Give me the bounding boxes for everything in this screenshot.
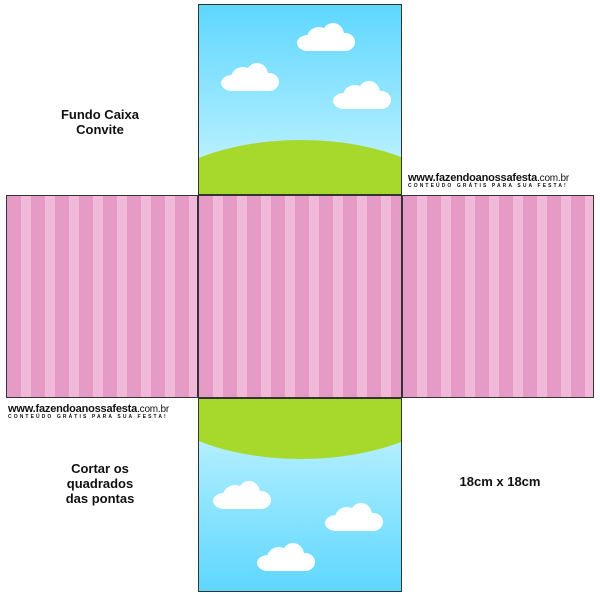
- fundo-caixa-label: Fundo Caixa Convite: [20, 107, 180, 137]
- right-side-stripe-panel: [402, 195, 594, 398]
- logo-tagline: CONTEÚDO GRÁTIS PARA SUA FESTA!: [408, 183, 568, 189]
- cloud-icon: [297, 23, 357, 53]
- site-logo-bottom: www.fazendoanossafesta.com.br CONTEÚDO G…: [8, 403, 169, 420]
- logo-suffix: .com.br: [137, 404, 170, 415]
- cloud-icon: [333, 81, 393, 111]
- cortar-line-1: Cortar os: [71, 461, 129, 476]
- center-stripe-panel: [198, 195, 402, 398]
- logo-text: www.fazendoanossafesta.com.br: [8, 403, 169, 415]
- logo-main: www.fazendoanossafesta: [408, 172, 538, 184]
- cortar-line-2: quadrados: [66, 476, 134, 491]
- grass-hill: [199, 140, 401, 194]
- logo-main: www.fazendoanossafesta: [8, 403, 138, 415]
- size-label: 18cm x 18cm: [459, 474, 541, 489]
- cloud-icon: [257, 543, 317, 573]
- logo-suffix: .com.br: [537, 173, 570, 184]
- fundo-line-1: Fundo Caixa: [60, 107, 139, 122]
- top-flap-sky-panel: [198, 4, 402, 195]
- site-logo-top: www.fazendoanossafesta.com.br CONTEÚDO G…: [408, 172, 569, 189]
- fundo-line-2: Convite: [76, 122, 124, 137]
- left-side-stripe-panel: [6, 195, 198, 398]
- logo-tagline: CONTEÚDO GRÁTIS PARA SUA FESTA!: [8, 414, 168, 420]
- logo-text: www.fazendoanossafesta.com.br: [408, 172, 569, 184]
- grass-hill: [199, 399, 401, 459]
- cloud-icon: [221, 63, 281, 93]
- cortar-line-3: das pontas: [65, 491, 135, 506]
- bottom-flap-sky-panel: [198, 398, 402, 592]
- cortar-instruction-label: Cortar os quadrados das pontas: [20, 461, 180, 506]
- cloud-icon: [325, 503, 385, 533]
- cloud-icon: [213, 481, 273, 511]
